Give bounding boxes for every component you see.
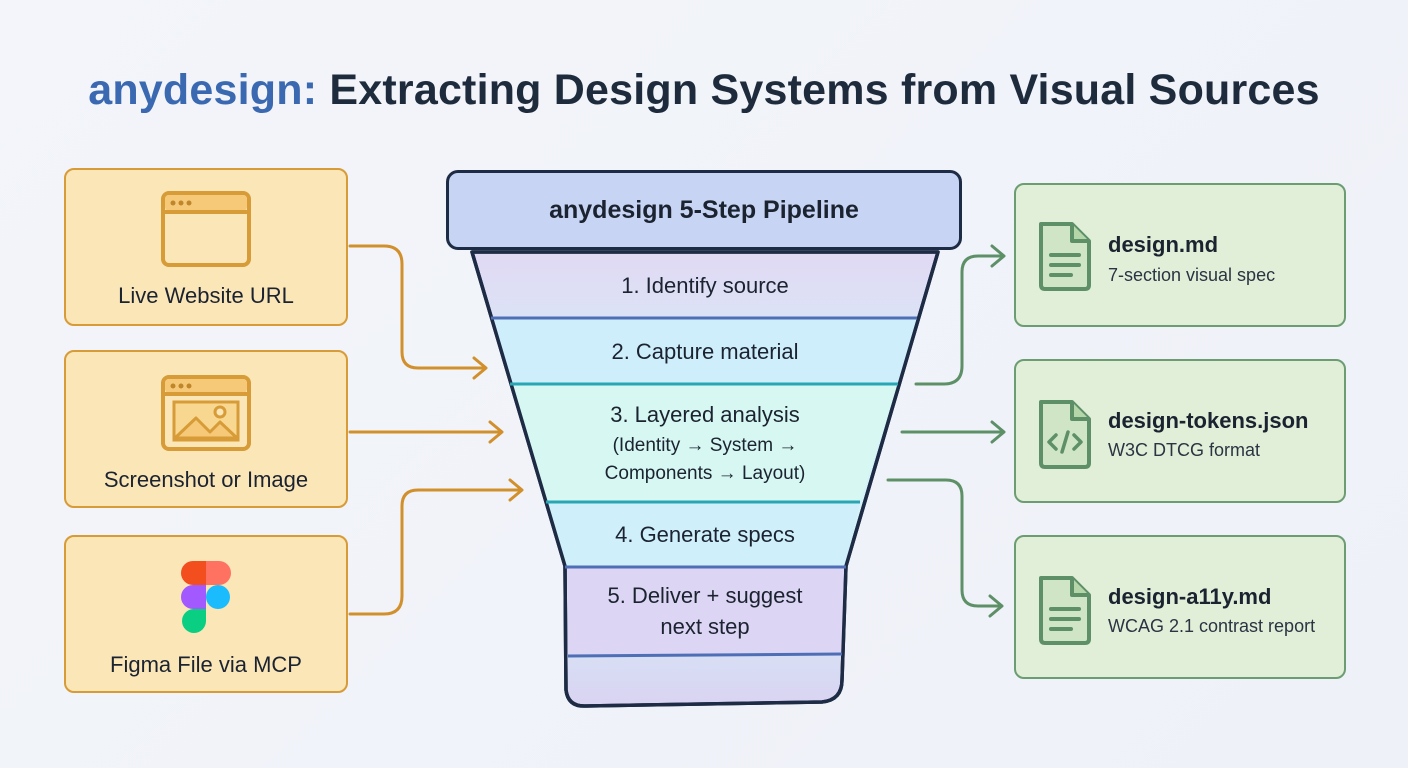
output-title: design-a11y.md [1108, 584, 1272, 609]
source-box-screenshot: Screenshot or Image [64, 350, 348, 508]
connector-output-3 [886, 478, 1002, 608]
output-title: design-tokens.json [1108, 408, 1309, 433]
image-icon [161, 375, 251, 451]
step-5-detail: next step [660, 614, 750, 639]
step-3-detail: Components → Layout) [604, 463, 806, 484]
document-icon [1039, 576, 1091, 645]
output-title: design.md [1108, 232, 1219, 257]
output-description: W3C DTCG format [1108, 440, 1261, 460]
code-file-icon [1039, 400, 1091, 469]
step-3-label: 3. Layered analysis [610, 402, 800, 427]
arrowhead [990, 244, 1006, 268]
arrowhead [472, 356, 488, 380]
connector-output-1 [914, 254, 1004, 386]
step-divider [567, 652, 843, 658]
connector-source-3 [348, 488, 522, 616]
source-box-website: Live Website URL [64, 168, 348, 326]
page-title: anydesign: Extracting Design Systems fro… [0, 66, 1408, 115]
arrowhead [988, 594, 1004, 618]
output-box-design-a11y: design-a11y.md WCAG 2.1 contrast report [1014, 535, 1346, 679]
arrowhead [508, 478, 524, 502]
title-brand: anydesign: [88, 66, 318, 114]
output-box-design-tokens: design-tokens.json W3C DTCG format [1014, 359, 1346, 503]
output-description: 7-section visual spec [1108, 265, 1276, 285]
step-4-label: 4. Generate specs [615, 522, 795, 547]
step-1-label: 1. Identify source [621, 273, 789, 298]
source-box-figma: Figma File via MCP [64, 535, 348, 693]
document-icon [1039, 222, 1091, 291]
source-label: Figma File via MCP [110, 652, 302, 677]
arrowhead [488, 420, 504, 444]
title-text: Extracting Design Systems from Visual So… [329, 66, 1320, 114]
pipeline-header: anydesign 5-Step Pipeline [446, 170, 962, 250]
step-5-label: 5. Deliver + suggest [607, 583, 803, 608]
step-band-2 [491, 318, 917, 384]
step-band-4 [546, 502, 860, 566]
funnel-outline [470, 250, 940, 708]
connector-source-1 [348, 244, 486, 370]
figma-logo-icon [181, 561, 231, 633]
step-3-detail: (Identity → System → [612, 435, 798, 456]
arrowhead [990, 420, 1006, 444]
step-band-5 [567, 568, 844, 656]
source-label: Live Website URL [118, 283, 294, 308]
browser-window-icon [161, 191, 251, 267]
source-label: Screenshot or Image [103, 467, 309, 492]
output-box-design-md: design.md 7-section visual spec [1014, 183, 1346, 327]
step-band-3 [510, 384, 898, 502]
step-2-label: 2. Capture material [611, 339, 799, 364]
output-description: WCAG 2.1 contrast report [1108, 616, 1316, 636]
